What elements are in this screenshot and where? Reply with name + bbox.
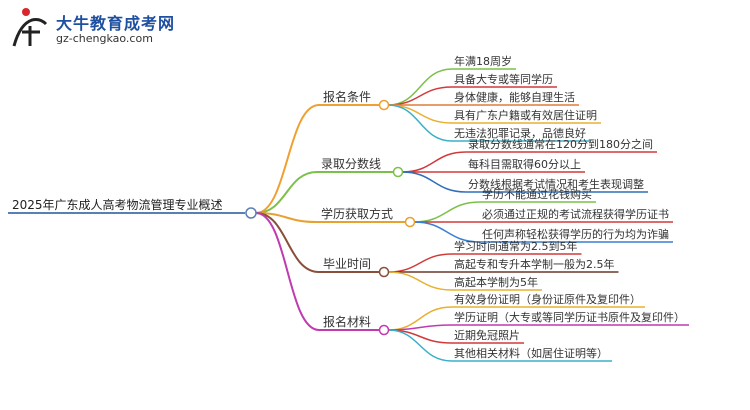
branch-knob[interactable] (392, 166, 404, 178)
mind-map-nodes: 2025年广东成人高考物流管理专业概述 报名条件 年满18周岁具备大专或等同学历身体… (8, 54, 685, 360)
leaf-topic[interactable]: 录取分数线通常在120分到180分之间 (468, 137, 653, 151)
bull-logo-icon (12, 8, 48, 47)
leaf-topic[interactable]: 具有广东户籍或有效居住证明 (454, 108, 597, 122)
mind-map-links (255, 68, 689, 362)
leaf-topic[interactable]: 其他相关材料（如居住证明等） (454, 346, 608, 360)
leaf-link (387, 104, 453, 142)
leaf-topic[interactable]: 每科目需取得60分以上 (468, 157, 581, 171)
leaf-link (387, 329, 453, 362)
branch-topic[interactable]: 毕业时间 (323, 257, 371, 271)
leaf-link (387, 86, 453, 106)
branch-topic[interactable]: 学历获取方式 (321, 206, 393, 221)
branch-topic[interactable]: 录取分数线 (321, 156, 381, 171)
leaf-topic[interactable]: 分数线根据考试情况和考生表现调整 (468, 177, 644, 191)
leaf-link (413, 201, 481, 223)
leaf-topic[interactable]: 年满18周岁 (454, 54, 512, 68)
branch-link (255, 171, 318, 214)
logo-title: 大牛教育成考网 (56, 14, 176, 33)
branch-knob[interactable] (378, 324, 390, 336)
leaf-topic[interactable]: 学历不能通过花钱购买 (482, 187, 592, 201)
branch-link (255, 212, 320, 331)
leaf-topic[interactable]: 有效身份证明（身份证原件及复印件） (454, 292, 641, 306)
leaf-link (387, 253, 453, 273)
leaf-link (387, 329, 453, 344)
branch-topic[interactable]: 报名材料 (323, 314, 371, 329)
leaf-link (413, 221, 481, 243)
branch-topic[interactable]: 报名条件 (323, 89, 371, 104)
branch-knob[interactable] (378, 266, 390, 278)
leaf-topic[interactable]: 身体健康，能够自理生活 (454, 90, 575, 104)
leaf-topic[interactable]: 任何声称轻松获得学历的行为均为诈骗 (482, 227, 669, 241)
leaf-link (387, 104, 453, 124)
branch-link (255, 212, 320, 273)
root-knob[interactable] (245, 207, 257, 219)
leaf-link (401, 171, 467, 193)
leaf-topic[interactable]: 学习时间通常为2.5到5年 (454, 239, 578, 253)
leaf-topic[interactable]: 近期免冠照片 (454, 328, 520, 342)
leaf-link (401, 151, 467, 173)
leaf-topic[interactable]: 高起专和专升本学制一般为2.5年 (454, 257, 615, 271)
leaf-link (387, 306, 453, 331)
leaf-link (387, 271, 453, 291)
leaf-topic[interactable]: 无违法犯罪记录，品德良好 (454, 126, 586, 140)
branch-knob[interactable] (404, 216, 416, 228)
leaf-topic[interactable]: 学历证明（大专或等同学历证书原件及复印件） (454, 310, 685, 324)
site-logo[interactable]: 大牛教育成考网 gz-chengkao.com (10, 6, 180, 52)
root-topic[interactable]: 2025年广东成人高考物流管理专业概述 (12, 197, 223, 212)
branch-knob[interactable] (378, 99, 390, 111)
branch-link (255, 104, 320, 214)
leaf-topic[interactable]: 高起本学制为5年 (454, 275, 538, 289)
leaf-link (387, 324, 453, 331)
leaf-topic[interactable]: 必须通过正规的考试流程获得学历证书 (482, 207, 669, 221)
leaf-topic[interactable]: 具备大专或等同学历 (454, 72, 553, 86)
logo-url: gz-chengkao.com (56, 32, 153, 45)
